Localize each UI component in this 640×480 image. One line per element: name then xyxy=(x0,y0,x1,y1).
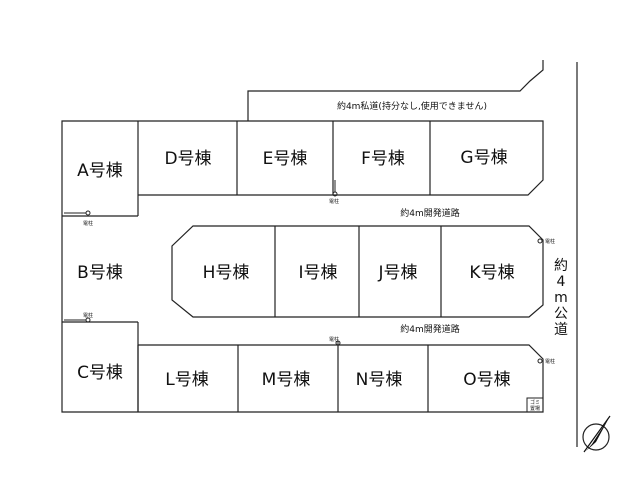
public-road-char: 約 xyxy=(554,258,568,274)
utility-pole-marker xyxy=(537,238,543,244)
pole-label: 電柱 xyxy=(329,198,339,205)
lot-label-n: N号棟 xyxy=(356,370,403,390)
public-road-label: 約 4 m 公 道 xyxy=(554,258,568,338)
lot-label-h: H号棟 xyxy=(203,263,250,283)
lot-label-l: L号棟 xyxy=(165,370,208,390)
public-road-char: m xyxy=(554,290,568,306)
utility-pole-marker xyxy=(64,317,91,323)
utility-pole-marker xyxy=(332,180,338,197)
lot-label-m: M号棟 xyxy=(262,370,311,390)
pole-label: 電柱 xyxy=(545,358,555,365)
lot-label-f: F号棟 xyxy=(361,149,405,169)
public-road-char: 公 xyxy=(554,306,568,322)
north-arrow-icon xyxy=(582,415,611,453)
pole-label: 電柱 xyxy=(545,238,555,245)
pole-label: 電柱 xyxy=(83,312,93,319)
pole-label: 電柱 xyxy=(83,220,93,227)
lot-label-e: E号棟 xyxy=(263,149,308,169)
private-road-label: 約4m私道(持分なし,使用できません) xyxy=(337,100,487,112)
utility-poles xyxy=(64,180,543,364)
lot-label-c: C号棟 xyxy=(77,363,123,383)
utility-pole-marker xyxy=(537,358,543,364)
lot-label-b: B号棟 xyxy=(77,263,123,283)
public-road-char: 4 xyxy=(557,274,566,290)
lot-label-d: D号棟 xyxy=(164,149,211,169)
lot-label-i: I号棟 xyxy=(298,263,337,283)
public-road-char: 道 xyxy=(554,322,568,338)
lot-label-a: A号棟 xyxy=(77,161,123,181)
lot-label-o: O号棟 xyxy=(463,370,510,390)
dev-road-upper-label: 約4m開発道路 xyxy=(400,207,460,219)
garbage-station-label: ゴミ xyxy=(530,399,540,406)
lot-boundaries xyxy=(61,60,578,447)
garbage-station-label: 置場 xyxy=(530,405,540,412)
lot-label-g: G号棟 xyxy=(460,148,507,168)
utility-pole-marker xyxy=(335,340,341,360)
pole-label: 電柱 xyxy=(329,336,339,343)
dev-road-lower-label: 約4m開発道路 xyxy=(400,323,460,335)
lot-label-j: J号棟 xyxy=(377,263,417,283)
utility-pole-marker xyxy=(64,210,91,216)
lot-label-k: K号棟 xyxy=(469,263,514,283)
